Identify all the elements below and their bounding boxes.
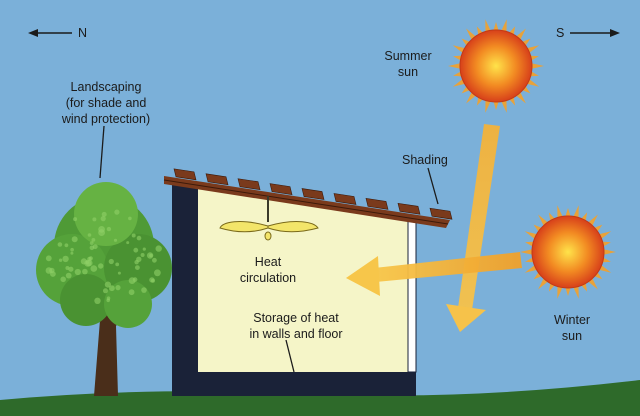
winter-sun-icon [520, 205, 616, 299]
north-label: N [78, 26, 87, 40]
north-wall [172, 182, 198, 396]
summer-sun-icon [448, 19, 544, 113]
svg-text:sun: sun [398, 65, 418, 79]
ceiling-fan-icon [219, 196, 319, 241]
svg-text:circulation: circulation [240, 271, 296, 285]
compass-arrow-icon [610, 29, 620, 37]
house [163, 168, 453, 396]
south-window [407, 217, 417, 373]
svg-text:in walls and floor: in walls and floor [249, 327, 342, 341]
north-direction: N [28, 26, 87, 40]
svg-text:(for shade and: (for shade and [66, 96, 147, 110]
svg-text:Storage of heat: Storage of heat [253, 311, 339, 325]
winter-sun-arrow [346, 252, 522, 296]
leader-lines [99, 125, 439, 373]
svg-text:sun: sun [562, 329, 582, 343]
svg-text:wind protection): wind protection) [61, 112, 150, 126]
svg-text:Landscaping: Landscaping [71, 80, 142, 94]
svg-text:Summer: Summer [384, 49, 431, 63]
svg-text:Heat: Heat [255, 255, 282, 269]
south-direction: S [556, 26, 620, 40]
south-label: S [556, 26, 564, 40]
landscaping-label: Landscaping (for shade and wind protecti… [61, 80, 150, 126]
ground [0, 380, 640, 416]
shading-label: Shading [402, 153, 448, 167]
storage-floor [172, 372, 416, 396]
summer-sun-label: Summer sun [384, 49, 431, 79]
winter-sun-label: Winter sun [554, 313, 590, 343]
svg-text:Winter: Winter [554, 313, 590, 327]
tree-icon [36, 182, 172, 396]
heat-circulation-label: Heat circulation [240, 255, 296, 285]
storage-label: Storage of heat in walls and floor [249, 311, 342, 341]
roof [163, 168, 453, 228]
compass-arrow-icon [28, 29, 38, 37]
